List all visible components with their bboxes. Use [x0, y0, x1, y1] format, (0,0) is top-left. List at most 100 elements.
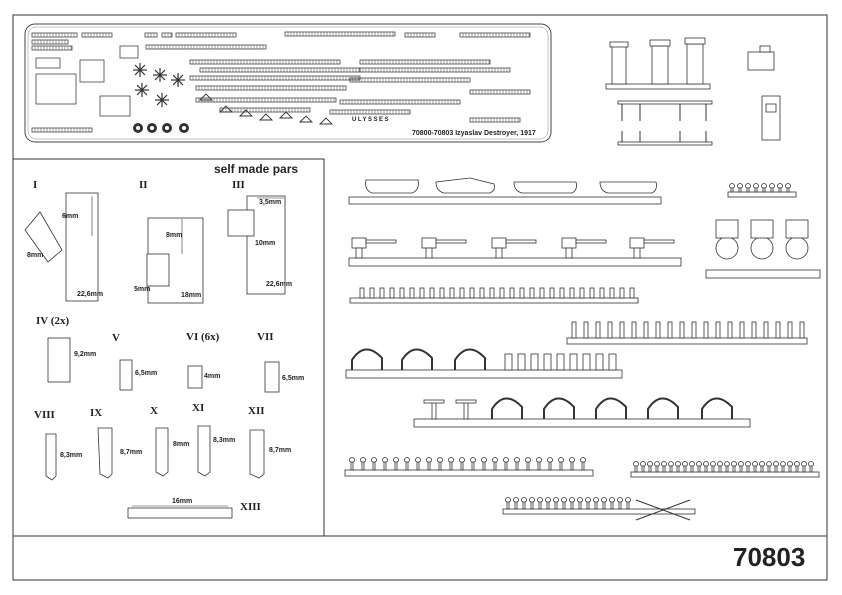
part-dimension: 4mm: [204, 373, 220, 380]
etched-plate: [79, 59, 105, 83]
etched-ladder: [359, 67, 511, 73]
small-fitting: [359, 287, 365, 299]
small-fitting: [780, 461, 786, 473]
etched-ladder: [195, 97, 337, 103]
funnel: [609, 41, 629, 85]
small-fitting: [595, 353, 604, 371]
part-number: XIII: [240, 501, 261, 513]
etched-wheel: [147, 123, 157, 133]
small-fitting: [661, 461, 667, 473]
small-fitting: [529, 287, 535, 299]
small-fitting: [696, 461, 702, 473]
part-dimension: 6,5mm: [135, 370, 157, 377]
part-number: IX: [90, 407, 102, 419]
etched-ladder: [31, 45, 73, 51]
small-fitting: [530, 353, 539, 371]
small-fitting: [801, 461, 807, 473]
deckhouse-parts: [747, 45, 781, 141]
part-dimension: 3,5mm: [259, 199, 281, 206]
etched-ladder: [219, 107, 311, 113]
fittings-sprue-3: [344, 457, 594, 477]
small-fitting: [537, 497, 543, 510]
part-number: VI (6x): [186, 331, 220, 343]
self-made-part: V6,5mm: [112, 332, 157, 391]
small-fitting: [582, 353, 591, 371]
small-fitting: [415, 457, 421, 471]
funnel: [684, 37, 706, 85]
part-number: IV (2x): [36, 315, 69, 327]
funnel: [649, 39, 671, 85]
etched-ladder: [284, 31, 396, 37]
part-number: XII: [248, 405, 265, 417]
small-fitting: [799, 321, 805, 339]
etched-ladder: [469, 117, 521, 123]
small-fitting: [371, 457, 377, 471]
small-fitting: [675, 461, 681, 473]
small-fitting: [569, 497, 575, 510]
small-fitting: [609, 287, 615, 299]
etched-ladder: [359, 59, 491, 65]
part-dimension: 18mm: [181, 292, 201, 299]
small-fitting: [785, 183, 791, 193]
etched-ladder: [144, 32, 158, 38]
part-number: VIII: [34, 409, 55, 421]
etched-ladder: [81, 32, 113, 38]
small-fitting: [459, 457, 465, 471]
small-fitting: [599, 287, 605, 299]
small-fitting: [525, 457, 531, 471]
etched-ladder: [339, 99, 461, 105]
small-fitting: [519, 287, 525, 299]
etched-ladder: [329, 109, 411, 115]
small-fitting: [426, 457, 432, 471]
small-fitting: [738, 461, 744, 473]
small-fitting: [731, 461, 737, 473]
small-fitting: [429, 287, 435, 299]
small-fitting: [449, 287, 455, 299]
etched-star: [171, 73, 185, 87]
etched-star: [135, 83, 149, 97]
small-fitting: [752, 461, 758, 473]
part-number: III: [232, 179, 245, 191]
small-fitting: [499, 287, 505, 299]
small-fitting: [727, 321, 733, 339]
searchlight: [715, 219, 739, 260]
small-fitting: [543, 353, 552, 371]
small-fitting: [593, 497, 599, 510]
small-fitting: [595, 321, 601, 339]
etched-plate: [35, 73, 77, 105]
etched-plate: [35, 57, 61, 69]
small-fitting: [745, 461, 751, 473]
small-fitting: [559, 287, 565, 299]
part-number: VII: [257, 331, 274, 343]
small-fitting: [459, 287, 465, 299]
fret-brand: ULYSSES: [352, 117, 390, 123]
deck-gun: [421, 237, 467, 259]
deck-gun: [629, 237, 675, 259]
small-fitting: [703, 461, 709, 473]
small-fitting: [794, 461, 800, 473]
self-made-parts: I6mm8mm22,6mmII8mm5mm18mmIII3,5mm10mm22,…: [24, 179, 304, 519]
fret-parts: [31, 31, 531, 133]
small-fitting: [439, 287, 445, 299]
small-fitting: [556, 353, 565, 371]
small-fitting: [647, 461, 653, 473]
etched-ladder: [189, 59, 341, 65]
small-fitting: [808, 461, 814, 473]
etched-ladder: [161, 32, 173, 38]
deck-gun: [561, 237, 607, 259]
part-dimension: 9,2mm: [74, 351, 96, 358]
product-code: 70803: [733, 542, 805, 572]
part-dimension: 6mm: [62, 213, 78, 220]
etched-wheel: [179, 123, 189, 133]
small-fitting: [745, 183, 751, 193]
part-number: X: [150, 405, 158, 417]
small-fitting: [509, 287, 515, 299]
small-fitting: [579, 287, 585, 299]
small-fitting: [629, 287, 635, 299]
small-fitting: [369, 287, 375, 299]
part-dimension: 10mm: [255, 240, 275, 247]
small-fitting: [393, 457, 399, 471]
